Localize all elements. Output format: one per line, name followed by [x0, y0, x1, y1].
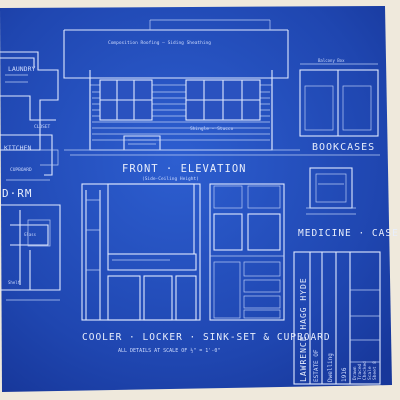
title-block-item: Scale: [367, 366, 373, 380]
medicine-case-title: MEDICINE · CASE ·: [298, 228, 400, 239]
porch-note: Shingle - Stucco: [190, 126, 234, 132]
details-scale: ALL DETAILS AT SCALE OF ½" = 1'-0": [118, 347, 220, 354]
title-block-architect: LAWRENCE HAGG HYDE: [299, 277, 308, 382]
roof-note: Composition Roofing — Siding Sheathing: [108, 40, 211, 46]
title-block-item: Checked: [362, 361, 368, 380]
front-elevation-drawing: Composition Roofing — Siding Sheathing S…: [63, 19, 300, 151]
title-block-line2: ESTATE OF: [313, 349, 320, 382]
front-elevation-scale: (Side-Ceiling Height): [142, 176, 199, 182]
bookcases-title: BOOKCASES: [312, 142, 375, 153]
title-block: [293, 251, 381, 385]
title-block-line4: 1916: [341, 367, 348, 382]
plan-label-laundry: LAUNDRY: [8, 65, 35, 73]
plan-label-kitchen: KITCHEN: [4, 144, 31, 152]
title-block-item: Drawn: [352, 366, 358, 380]
title-block-item: Traced: [357, 363, 363, 380]
plan-label-closet: CLOSET: [34, 124, 51, 130]
cabinet-title: COOLER · LOCKER · SINK-SET & CUPBOARD: [82, 332, 331, 343]
plan-label-glass: Glass: [24, 232, 37, 237]
cabinet-drawing-left: [81, 183, 201, 321]
floor-plan: LAUNDRY KITCHEN CLOSET CUPBOARD D·RM Gla…: [0, 51, 61, 301]
plan-label-shelf: Shelf: [8, 280, 21, 285]
title-block-item: Sheet 8: [372, 361, 378, 380]
cabinet-drawing-right: [209, 183, 285, 321]
bookcase-drawing: Balcony Box: [299, 58, 379, 137]
balcony-note: Balcony Box: [318, 58, 345, 63]
title-block-line3: Dwelling: [327, 353, 334, 382]
front-elevation-title: FRONT · ELEVATION: [122, 163, 246, 175]
plan-label-cupboard: CUPBOARD: [10, 167, 32, 173]
plan-label-dining-room: D·RM: [2, 187, 33, 200]
medicine-case-drawing: [306, 167, 356, 215]
